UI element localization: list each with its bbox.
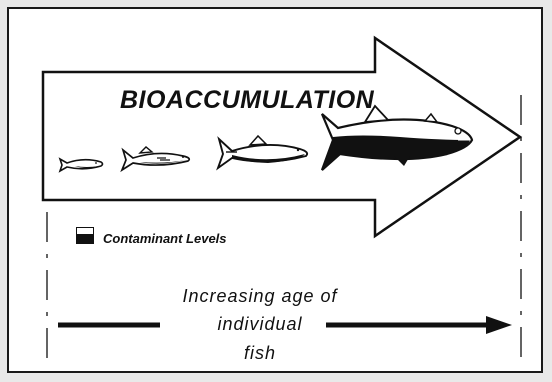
diagram-title: BIOACCUMULATION: [120, 86, 400, 115]
contaminant-legend-label: Contaminant Levels: [103, 231, 227, 246]
age-caption-line-2: individual: [130, 314, 390, 335]
age-caption-line-1: Increasing age of: [130, 286, 390, 307]
age-caption-line-3: fish: [130, 343, 390, 364]
contaminant-legend-swatch: [76, 227, 94, 244]
age-arrow-head: [486, 316, 512, 334]
